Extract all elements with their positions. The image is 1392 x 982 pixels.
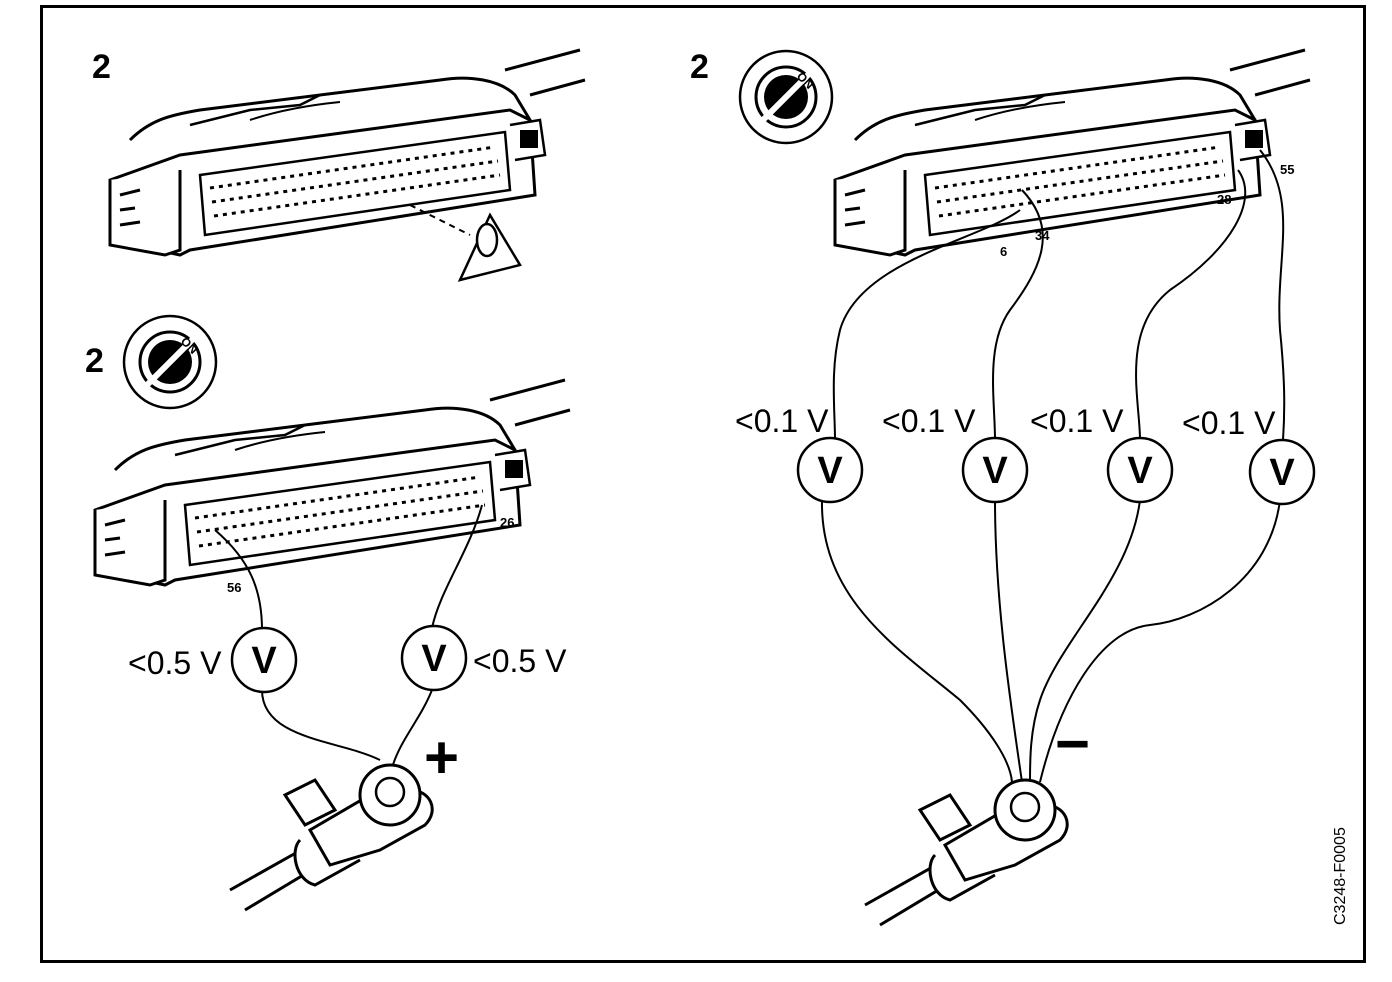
voltmeter-symbol: V (421, 638, 447, 680)
battery-terminal-negative (863, 778, 1069, 927)
voltmeter-left-2: V (400, 624, 468, 692)
pin-label-6: 6 (1000, 244, 1007, 259)
negative-sign: − (1055, 710, 1090, 777)
pin-label-26: 26 (500, 515, 514, 530)
ecu-connector-bottom-left (93, 378, 572, 587)
voltmeter-symbol: V (1269, 452, 1295, 494)
ignition-on-icon-left: ON (124, 316, 216, 408)
ecu-connector-top-left (108, 48, 587, 257)
battery-terminal-positive (228, 763, 434, 912)
ignition-on-icon-right: ON (740, 51, 832, 143)
voltage-reading-right-3: <0.1 V (1030, 403, 1124, 439)
pin-label-55: 55 (1280, 162, 1294, 177)
reference-code: C3248-F0005 (1332, 827, 1349, 925)
pin-label-28: 28 (1217, 192, 1231, 207)
voltmeter-left-1: V (230, 626, 298, 694)
voltage-reading-right-2: <0.1 V (882, 403, 976, 439)
voltmeter-symbol: V (817, 450, 843, 492)
voltmeter-right-2: V (961, 436, 1029, 504)
voltage-reading-left-1: <0.5 V (128, 645, 222, 681)
probe-wires-right (820, 149, 1286, 783)
voltmeter-symbol: V (1127, 450, 1153, 492)
eye-icon (409, 204, 522, 282)
step-number-top-left: 2 (92, 48, 111, 86)
voltmeter-right-1: V (796, 436, 864, 504)
pin-label-56: 56 (227, 580, 241, 595)
voltage-reading-right-4: <0.1 V (1182, 405, 1276, 441)
step-number-bottom-left: 2 (85, 342, 104, 380)
step-number-right: 2 (690, 48, 709, 86)
voltage-reading-left-2: <0.5 V (473, 643, 567, 679)
voltmeter-symbol: V (251, 640, 277, 682)
probe-wires-left (214, 504, 483, 769)
positive-sign: + (424, 724, 459, 791)
voltmeter-symbol: V (982, 450, 1008, 492)
ecu-connector-right (833, 48, 1312, 257)
voltage-reading-right-1: <0.1 V (735, 403, 829, 439)
voltmeter-right-4: V (1248, 438, 1316, 506)
voltmeter-right-3: V (1106, 436, 1174, 504)
